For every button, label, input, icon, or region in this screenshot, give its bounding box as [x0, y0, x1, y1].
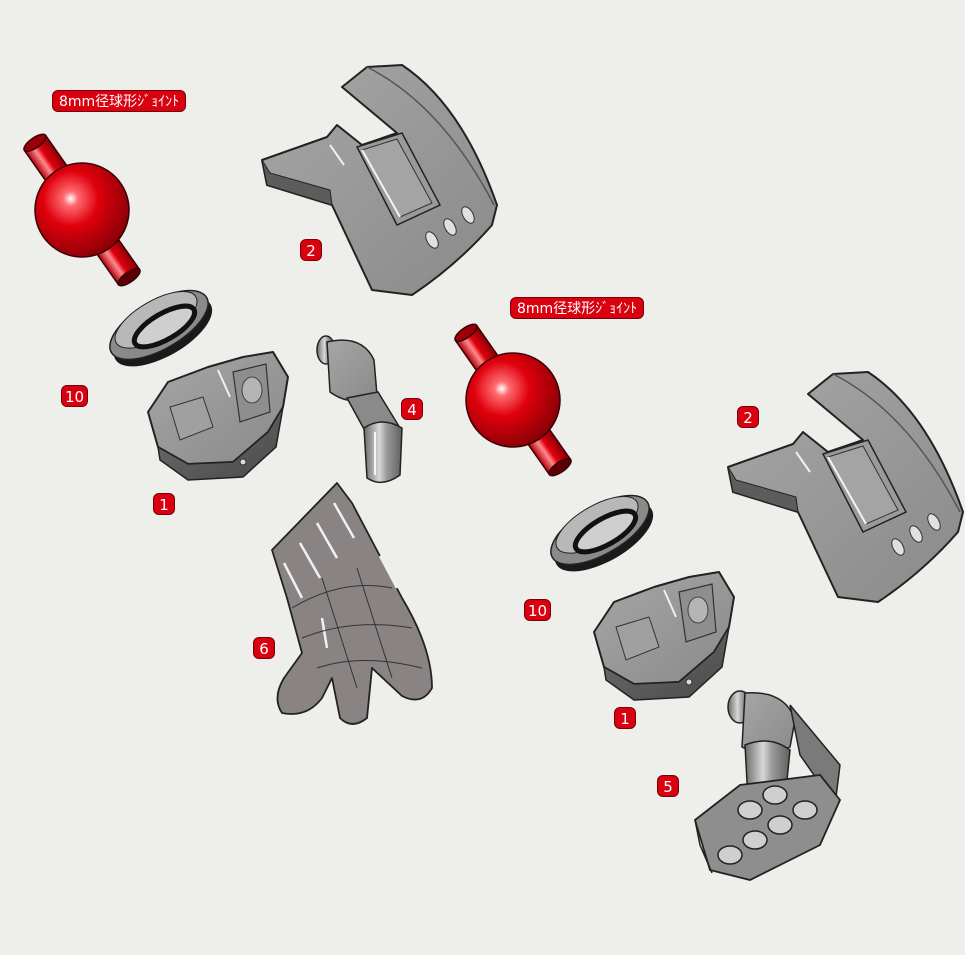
- ball-joint-left: [20, 130, 144, 290]
- part-number-badge-10-right: 10: [524, 599, 552, 621]
- ball-joint-right: [451, 320, 575, 480]
- wrist-block-left: [147, 351, 289, 481]
- part-number-badge-1-left: 1: [153, 493, 175, 515]
- hand-cover-left: [261, 64, 498, 296]
- joint-label-right: 8mm径球形ｼﾞｮｲﾝﾄ: [510, 297, 645, 319]
- hand-cover-right: [727, 371, 964, 603]
- fist-part: [693, 690, 842, 881]
- part-number-badge-10-left: 10: [61, 385, 89, 407]
- part-number-badge-1-right: 1: [614, 707, 636, 729]
- washer-right: [540, 481, 664, 585]
- joint-label-left: 8mm径球形ｼﾞｮｲﾝﾄ: [52, 90, 187, 112]
- part-number-badge-2-right: 2: [737, 406, 759, 428]
- wrist-block-right: [593, 571, 735, 701]
- part-number-badge-6: 6: [253, 637, 275, 659]
- part-number-badge-4: 4: [401, 398, 423, 420]
- open-hand-part: [271, 482, 433, 725]
- washer-left: [99, 276, 223, 380]
- part-number-badge-2-left: 2: [300, 239, 322, 261]
- part-number-badge-5: 5: [657, 775, 679, 797]
- thumb-part: [316, 335, 403, 484]
